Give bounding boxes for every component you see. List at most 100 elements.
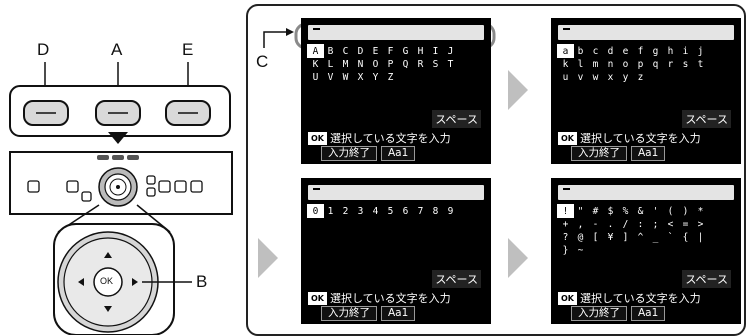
- char-key[interactable]: e: [622, 45, 629, 57]
- char-key[interactable]: {: [682, 231, 689, 243]
- char-key[interactable]: Z: [387, 71, 394, 83]
- char-key[interactable]: 3: [357, 205, 364, 217]
- char-key[interactable]: W: [342, 71, 349, 83]
- char-key[interactable]: k: [562, 58, 569, 70]
- char-key[interactable]: E: [372, 45, 379, 57]
- char-key[interactable]: 9: [447, 205, 454, 217]
- char-key[interactable]: w: [592, 71, 599, 83]
- char-key[interactable]: |: [697, 231, 704, 243]
- finish-input-button[interactable]: 入力終了: [321, 146, 377, 161]
- text-input-bar[interactable]: [308, 185, 484, 200]
- char-key[interactable]: D: [357, 45, 364, 57]
- char-key[interactable]: =: [682, 218, 689, 230]
- char-key[interactable]: L: [327, 58, 334, 70]
- char-key[interactable]: X: [357, 71, 364, 83]
- char-key[interactable]: y: [622, 71, 629, 83]
- char-key[interactable]: B: [327, 45, 334, 57]
- char-key[interactable]: :: [637, 218, 644, 230]
- char-key[interactable]: 2: [342, 205, 349, 217]
- char-key[interactable]: S: [432, 58, 439, 70]
- char-key[interactable]: P: [387, 58, 394, 70]
- char-key[interactable]: 1: [327, 205, 334, 217]
- char-key[interactable]: $: [607, 205, 614, 217]
- char-key[interactable]: ?: [562, 231, 569, 243]
- char-key[interactable]: .: [607, 218, 614, 230]
- char-key[interactable]: t: [697, 58, 704, 70]
- char-key[interactable]: M: [342, 58, 349, 70]
- char-key[interactable]: 5: [387, 205, 394, 217]
- char-key[interactable]: c: [592, 45, 599, 57]
- char-key[interactable]: *: [697, 205, 704, 217]
- char-key[interactable]: _: [652, 231, 659, 243]
- ok-button[interactable]: OK: [100, 276, 114, 286]
- text-input-bar[interactable]: [558, 25, 734, 40]
- char-key[interactable]: l: [577, 58, 584, 70]
- char-key[interactable]: (: [667, 205, 674, 217]
- char-key[interactable]: q: [652, 58, 659, 70]
- char-key[interactable]: }: [562, 244, 569, 256]
- char-key[interactable]: G: [402, 45, 409, 57]
- char-key[interactable]: %: [622, 205, 629, 217]
- char-key[interactable]: a: [557, 44, 574, 58]
- char-key[interactable]: 8: [432, 205, 439, 217]
- char-key[interactable]: K: [312, 58, 319, 70]
- char-key[interactable]: j: [697, 45, 704, 57]
- char-key[interactable]: n: [607, 58, 614, 70]
- char-key[interactable]: d: [607, 45, 614, 57]
- finish-input-button[interactable]: 入力終了: [321, 306, 377, 321]
- char-key[interactable]: Y: [372, 71, 379, 83]
- char-key[interactable]: 7: [417, 205, 424, 217]
- char-key[interactable]: +: [562, 218, 569, 230]
- char-key[interactable]: <: [667, 218, 674, 230]
- char-key[interactable]: ): [682, 205, 689, 217]
- char-key[interactable]: 0: [307, 204, 324, 218]
- input-mode-button[interactable]: Aa1: [381, 146, 416, 161]
- char-key[interactable]: 6: [402, 205, 409, 217]
- char-key[interactable]: O: [372, 58, 379, 70]
- char-key[interactable]: J: [447, 45, 454, 57]
- char-key[interactable]: -: [592, 218, 599, 230]
- char-key[interactable]: f: [637, 45, 644, 57]
- char-key[interactable]: I: [432, 45, 439, 57]
- char-key[interactable]: z: [637, 71, 644, 83]
- input-mode-button[interactable]: Aa1: [631, 146, 666, 161]
- char-key[interactable]: #: [592, 205, 599, 217]
- char-key[interactable]: T: [447, 58, 454, 70]
- char-key[interactable]: >: [697, 218, 704, 230]
- text-input-bar[interactable]: [558, 185, 734, 200]
- space-key[interactable]: スペース: [682, 110, 731, 128]
- char-key[interactable]: v: [577, 71, 584, 83]
- char-key[interactable]: [: [592, 231, 599, 243]
- char-key[interactable]: ~: [577, 244, 584, 256]
- char-key[interactable]: 4: [372, 205, 379, 217]
- char-key[interactable]: N: [357, 58, 364, 70]
- finish-input-button[interactable]: 入力終了: [571, 146, 627, 161]
- function-button-d[interactable]: [23, 100, 69, 126]
- char-key[interactable]: i: [682, 45, 689, 57]
- char-key[interactable]: u: [562, 71, 569, 83]
- char-key[interactable]: s: [682, 58, 689, 70]
- input-mode-button[interactable]: Aa1: [631, 306, 666, 321]
- char-key[interactable]: `: [667, 231, 674, 243]
- char-key[interactable]: &: [637, 205, 644, 217]
- function-button-e[interactable]: [165, 100, 211, 126]
- char-key[interactable]: C: [342, 45, 349, 57]
- char-key[interactable]: A: [307, 44, 324, 58]
- char-key[interactable]: Q: [402, 58, 409, 70]
- char-key[interactable]: R: [417, 58, 424, 70]
- space-key[interactable]: スペース: [682, 270, 731, 288]
- char-key[interactable]: ^: [637, 231, 644, 243]
- char-key[interactable]: F: [387, 45, 394, 57]
- input-mode-button[interactable]: Aa1: [381, 306, 416, 321]
- char-key[interactable]: o: [622, 58, 629, 70]
- char-key[interactable]: U: [312, 71, 319, 83]
- char-key[interactable]: m: [592, 58, 599, 70]
- char-key[interactable]: H: [417, 45, 424, 57]
- char-key[interactable]: ": [577, 205, 584, 217]
- char-key[interactable]: /: [622, 218, 629, 230]
- char-key[interactable]: ,: [577, 218, 584, 230]
- char-key[interactable]: @: [577, 231, 584, 243]
- char-key[interactable]: x: [607, 71, 614, 83]
- space-key[interactable]: スペース: [432, 270, 481, 288]
- function-button-a[interactable]: [95, 100, 141, 126]
